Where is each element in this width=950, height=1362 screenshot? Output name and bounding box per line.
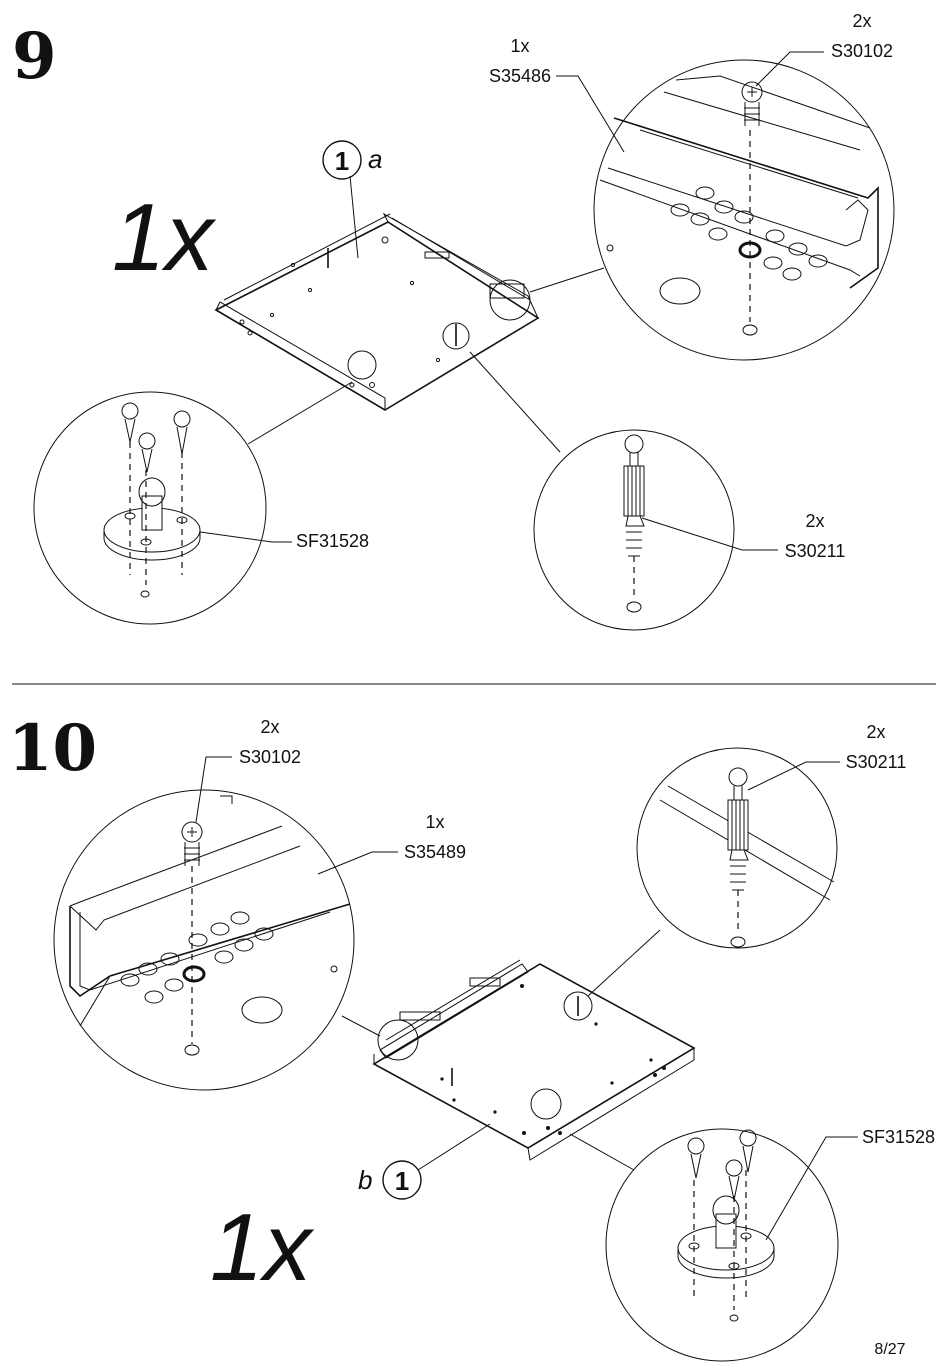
step-10-panel-side: b <box>358 1165 372 1195</box>
step-9-panel-badge <box>322 140 362 180</box>
part-code-S35486: S35486 <box>489 66 551 86</box>
step-9-detail-rail <box>529 59 895 361</box>
part-code-S30211: S30211 <box>785 541 846 561</box>
part-code-S30102: S30102 <box>239 747 301 767</box>
step-10-quantity: 1x <box>210 1194 314 1301</box>
part-qty-label: 1x <box>510 36 529 56</box>
step-9: 9 1x <box>12 11 895 631</box>
step-9-detail-foot <box>33 381 353 625</box>
step-10-number: 10 <box>8 711 97 786</box>
page-number: 8/27 <box>874 1341 905 1358</box>
step-9-quantity: 1x <box>112 184 216 291</box>
step-10-detail-dowel <box>587 747 838 997</box>
step-10-detail-foot <box>569 1128 839 1362</box>
part-qty-label: 1x <box>425 812 444 832</box>
step-10-panel-badge-label: 1 <box>395 1166 409 1196</box>
step-9-number: 9 <box>12 19 57 94</box>
step-10-labels: 2x S30102 1x S35489 2x S30211 SF31528 <box>195 717 935 1241</box>
step-9-labels: 1x S35486 2x S30102 2x S30211 SF31528 <box>199 11 893 561</box>
part-qty-label: 2x <box>805 511 824 531</box>
step-9-panel-side: a <box>368 144 382 174</box>
step-10: 10 1x <box>8 711 935 1362</box>
step-10-panel-badge <box>382 1160 422 1200</box>
part-code-S30102: S30102 <box>831 41 893 61</box>
step-10-detail-rail <box>53 789 381 1091</box>
part-code-SF31528: SF31528 <box>862 1127 935 1147</box>
part-qty-label: 2x <box>260 717 279 737</box>
step-9-panel: 1 a <box>214 140 540 411</box>
part-code-S35489: S35489 <box>404 842 466 862</box>
step-9-panel-badge-label: 1 <box>335 146 349 176</box>
step-9-detail-dowel <box>469 351 735 631</box>
part-code-SF31528: SF31528 <box>296 531 369 551</box>
step-10-panel: 1 b <box>358 959 696 1200</box>
part-qty-label: 2x <box>866 722 885 742</box>
part-code-S30211: S30211 <box>846 752 907 772</box>
part-qty-label: 2x <box>852 11 871 31</box>
